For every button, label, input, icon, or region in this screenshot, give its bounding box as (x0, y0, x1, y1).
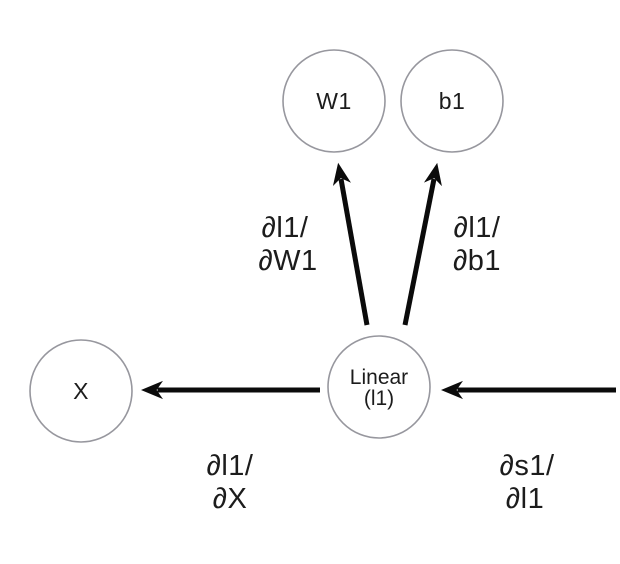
node-linear-circle (327, 335, 431, 439)
edge-label-grad-l1-line2: ∂l1 (506, 483, 544, 515)
edge-label-grad-x-line1: ∂l1/ (207, 450, 254, 482)
edge-label-grad-w1-line1: ∂l1/ (262, 212, 309, 244)
node-linear-label-line2: (l1) (364, 387, 394, 410)
edge-label-grad-b1-line1: ∂l1/ (454, 212, 501, 244)
edge-label-grad-l1-line1: ∂s1/ (499, 450, 554, 482)
node-b1-circle (400, 49, 504, 153)
node-w1-label: W1 (316, 88, 352, 114)
edge-label-grad-b1-line2: ∂b1 (453, 245, 501, 277)
node-linear-label-line1: Linear (350, 366, 408, 389)
edge-label-grad-x-line2: ∂X (213, 483, 248, 515)
edge-label-grad-w1-line2: ∂W1 (258, 245, 317, 277)
node-x-circle (29, 339, 133, 443)
arrow-linear-to-b1 (402, 162, 442, 326)
arrow-linear-to-w1 (332, 162, 370, 326)
node-b1-label: b1 (439, 88, 466, 114)
node-x-label: X (73, 378, 89, 404)
node-w1-circle (282, 49, 386, 153)
